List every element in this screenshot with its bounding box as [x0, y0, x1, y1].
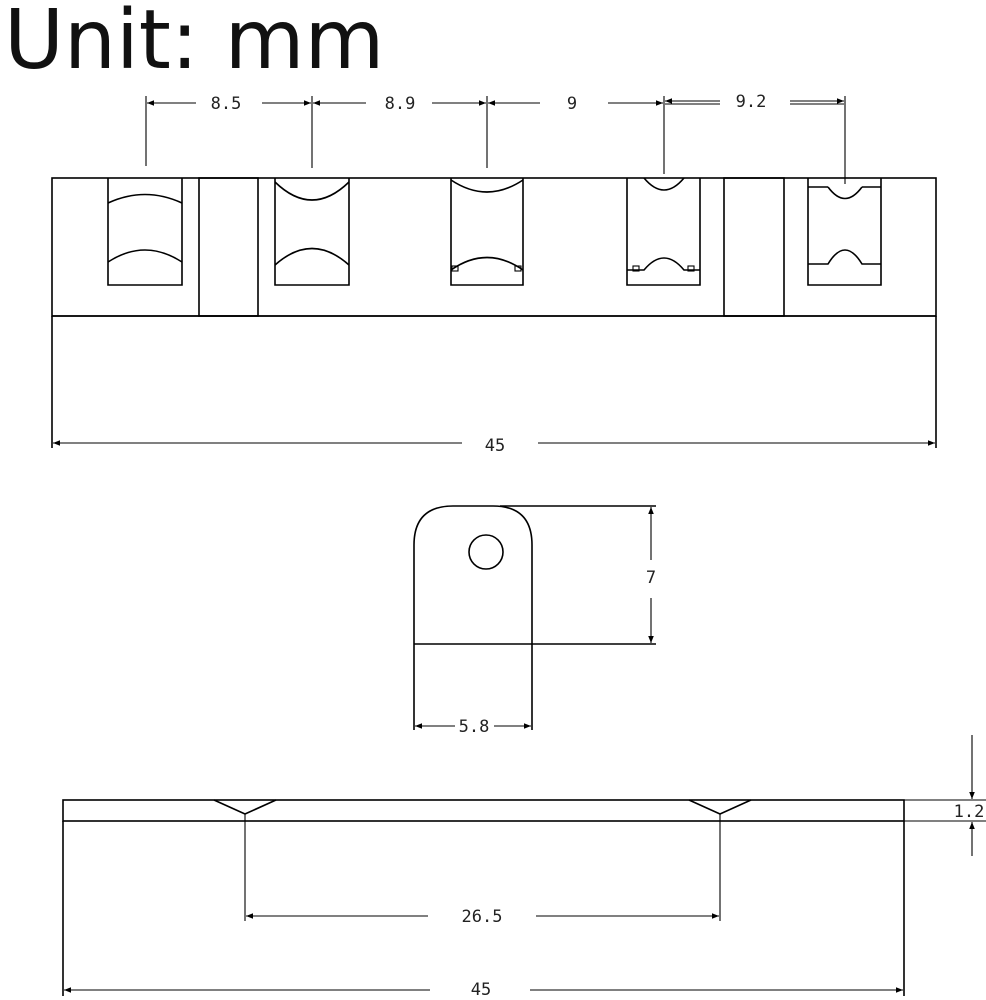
top-view-body: [51, 177, 937, 317]
bottom-overall-length-label: 45: [471, 980, 491, 1000]
bottom-view: 1.2 26.5 45: [62, 735, 986, 1000]
bottom-profile: [62, 799, 905, 822]
bottom-hole-spacing-label: 26.5: [462, 907, 503, 927]
string-slot-3: [450, 178, 524, 286]
side-view: 7 5.8: [413, 505, 656, 737]
top-view: 8.5 8.9 9 9.2 45: [51, 92, 937, 456]
side-profile: [413, 505, 533, 644]
spacing-label-3: 9: [567, 94, 577, 114]
countersink-left: [213, 799, 277, 815]
spacing-label-1: 8.5: [211, 94, 242, 114]
top-overall-length-label: 45: [485, 436, 505, 456]
mounting-hole: [468, 534, 504, 570]
side-height-label: 7: [646, 568, 656, 588]
partition-block: [723, 177, 785, 317]
string-slot-1: [107, 178, 183, 286]
unit-title: Unit: mm: [4, 0, 384, 88]
countersink-right: [688, 799, 752, 815]
spacing-label-4: 9.2: [736, 92, 767, 112]
string-slot-4: [626, 177, 701, 286]
string-slot-5: [807, 178, 882, 286]
spacing-label-2: 8.9: [385, 94, 416, 114]
string-slot-2: [274, 178, 350, 286]
partition-block: [198, 177, 259, 317]
bottom-thickness-label: 1.2: [954, 802, 985, 822]
side-width-label: 5.8: [459, 717, 490, 737]
